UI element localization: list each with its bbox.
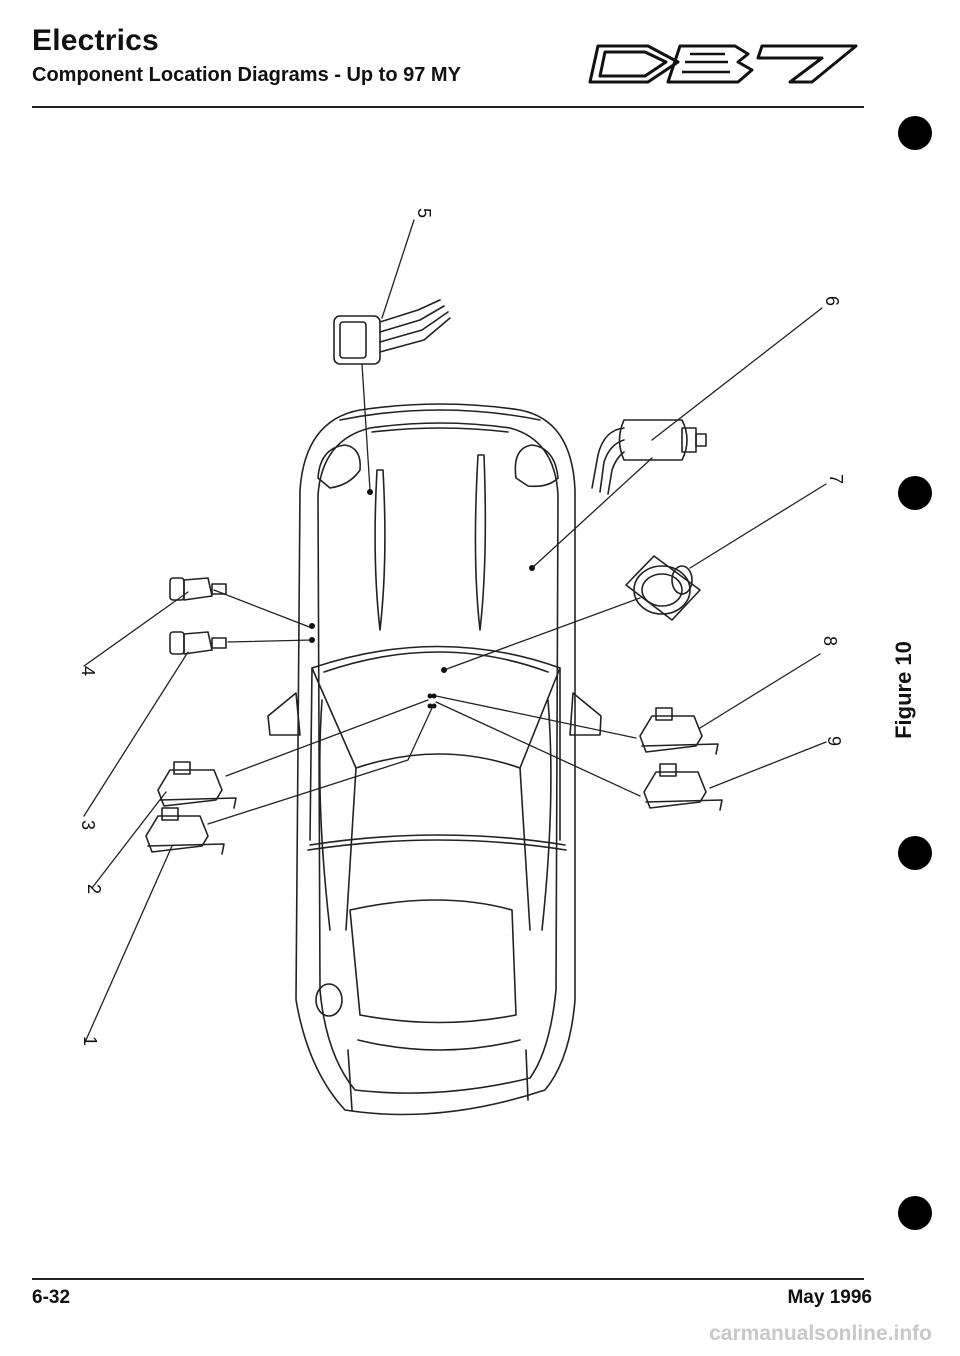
component-7-round-connector	[625, 555, 701, 621]
binder-hole-icon	[898, 1196, 932, 1230]
binder-hole-icon	[898, 476, 932, 510]
callout-3: 3	[78, 820, 98, 830]
callout-4: 4	[78, 666, 98, 676]
location-dots	[309, 489, 535, 709]
component-9-microswitch	[643, 763, 723, 811]
component-5-connector	[333, 299, 451, 365]
footer-divider	[32, 1278, 864, 1280]
component-3-switch	[169, 631, 227, 655]
header-divider	[32, 106, 864, 108]
component-4-switch	[169, 577, 227, 601]
page-subtitle: Component Location Diagrams - Up to 97 M…	[32, 64, 461, 86]
binder-hole-icon	[898, 116, 932, 150]
db7-logo	[588, 44, 858, 84]
binder-hole-icon	[898, 836, 932, 870]
component-1-microswitch	[145, 807, 225, 855]
callout-5: 5	[414, 208, 434, 218]
callout-8: 8	[820, 636, 840, 646]
component-6-pressure-switch	[591, 419, 707, 495]
callout-7: 7	[826, 474, 846, 484]
component-8-microswitch	[639, 707, 719, 755]
callout-9: 9	[824, 736, 844, 746]
callout-1: 1	[80, 1036, 100, 1046]
leader-lines	[83, 219, 827, 1041]
callout-6: 6	[822, 296, 842, 306]
watermark: carmanualsonline.info	[709, 1322, 932, 1345]
callout-2: 2	[84, 884, 104, 894]
page-title: Electrics	[32, 24, 159, 57]
component-2-microswitch	[157, 761, 237, 809]
page-number: 6-32	[32, 1287, 71, 1308]
publication-date: May 1996	[787, 1287, 872, 1308]
car-outline	[267, 403, 602, 1116]
